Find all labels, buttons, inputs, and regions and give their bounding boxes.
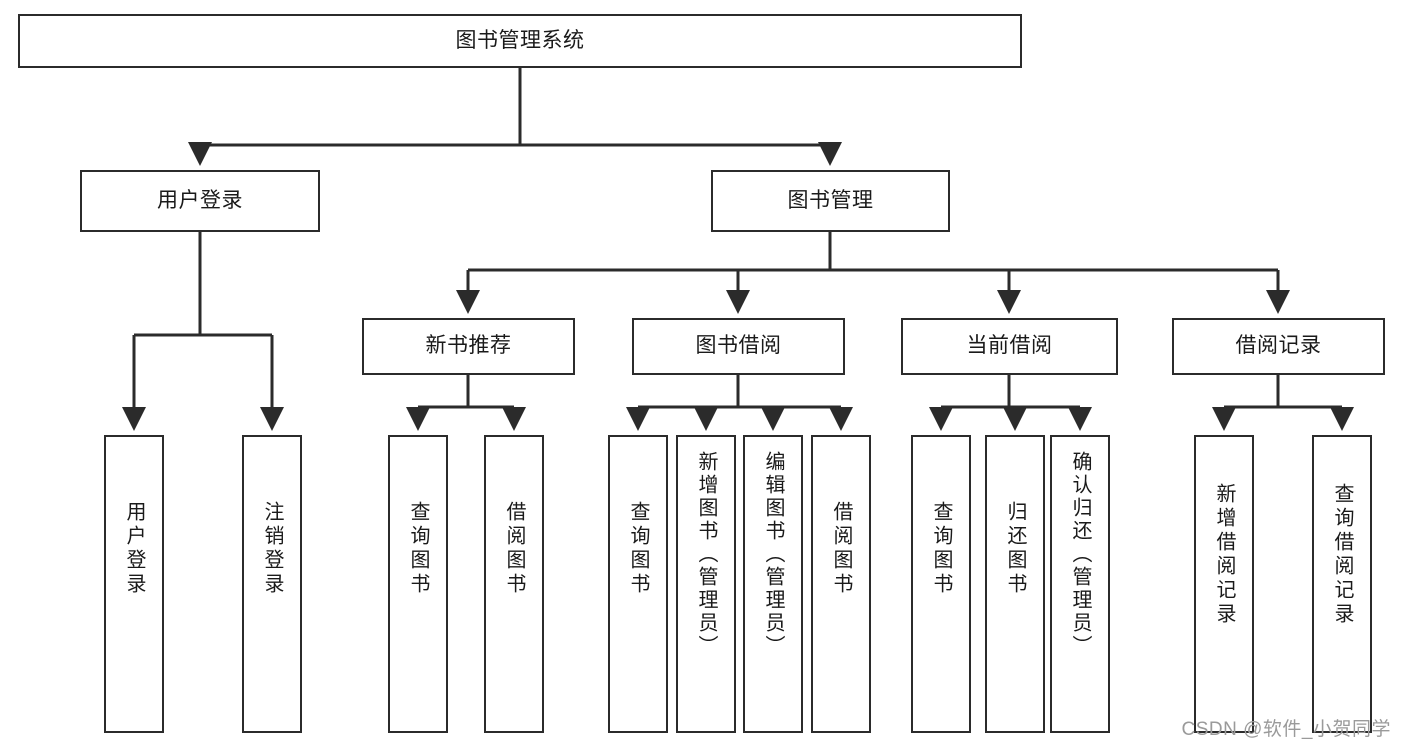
node-current-borrow-label: 当前借阅 bbox=[966, 334, 1053, 358]
node-leaf-query-record-label: 查询借阅记录 bbox=[1331, 483, 1353, 627]
edge-current-borrow-to-leaves bbox=[929, 375, 1092, 431]
node-borrow-record[interactable]: 借阅记录 bbox=[1172, 318, 1385, 375]
node-leaf-edit-book[interactable]: 编辑图书（管理员） bbox=[743, 435, 803, 733]
node-book-manage-label: 图书管理 bbox=[787, 188, 874, 212]
node-leaf-edit-book-label: 编辑图书（管理员） bbox=[762, 451, 784, 658]
node-leaf-borrow-book-1[interactable]: 借阅图书 bbox=[484, 435, 544, 733]
node-leaf-query-book-1-label: 查询图书 bbox=[407, 501, 429, 597]
node-leaf-logout-label: 注销登录 bbox=[261, 501, 283, 597]
node-leaf-query-book-1[interactable]: 查询图书 bbox=[388, 435, 448, 733]
node-leaf-query-book-2-label: 查询图书 bbox=[627, 501, 649, 597]
node-current-borrow[interactable]: 当前借阅 bbox=[901, 318, 1118, 375]
node-leaf-add-record[interactable]: 新增借阅记录 bbox=[1194, 435, 1254, 733]
node-leaf-confirm-return[interactable]: 确认归还（管理员） bbox=[1050, 435, 1110, 733]
node-leaf-borrow-book-1-label: 借阅图书 bbox=[503, 501, 525, 597]
node-user-login[interactable]: 用户登录 bbox=[80, 170, 320, 232]
node-book-borrow-label: 图书借阅 bbox=[695, 334, 782, 358]
node-root-label: 图书管理系统 bbox=[455, 28, 585, 52]
node-leaf-return-book-label: 归还图书 bbox=[1004, 501, 1026, 597]
node-leaf-return-book[interactable]: 归还图书 bbox=[985, 435, 1045, 733]
node-leaf-query-record[interactable]: 查询借阅记录 bbox=[1312, 435, 1372, 733]
node-user-login-label: 用户登录 bbox=[157, 188, 243, 212]
node-leaf-query-book-2[interactable]: 查询图书 bbox=[608, 435, 668, 733]
node-leaf-user-login-label: 用户登录 bbox=[123, 501, 145, 597]
node-borrow-record-label: 借阅记录 bbox=[1235, 334, 1322, 358]
node-new-book-rec-label: 新书推荐 bbox=[425, 334, 512, 358]
node-leaf-logout[interactable]: 注销登录 bbox=[242, 435, 302, 733]
node-leaf-add-record-label: 新增借阅记录 bbox=[1213, 483, 1235, 627]
node-book-manage[interactable]: 图书管理 bbox=[711, 170, 950, 232]
node-leaf-query-book-3-label: 查询图书 bbox=[930, 501, 952, 597]
node-new-book-rec[interactable]: 新书推荐 bbox=[362, 318, 575, 375]
edge-borrow-record-to-leaves bbox=[1212, 375, 1354, 431]
node-leaf-add-book-label: 新增图书（管理员） bbox=[695, 451, 717, 658]
edge-book-manage-to-level2 bbox=[456, 232, 1290, 314]
node-leaf-confirm-return-label: 确认归还（管理员） bbox=[1069, 451, 1091, 658]
edge-new-book-rec-to-leaves bbox=[406, 375, 526, 431]
edge-user-login-to-leaves bbox=[122, 232, 284, 431]
node-leaf-user-login[interactable]: 用户登录 bbox=[104, 435, 164, 733]
node-leaf-borrow-book-2[interactable]: 借阅图书 bbox=[811, 435, 871, 733]
node-leaf-borrow-book-2-label: 借阅图书 bbox=[830, 501, 852, 597]
node-leaf-query-book-3[interactable]: 查询图书 bbox=[911, 435, 971, 733]
node-root[interactable]: 图书管理系统 bbox=[18, 14, 1022, 68]
edge-root-to-level1 bbox=[188, 68, 842, 166]
edge-book-borrow-to-leaves bbox=[626, 375, 853, 431]
node-leaf-add-book[interactable]: 新增图书（管理员） bbox=[676, 435, 736, 733]
node-book-borrow[interactable]: 图书借阅 bbox=[632, 318, 845, 375]
